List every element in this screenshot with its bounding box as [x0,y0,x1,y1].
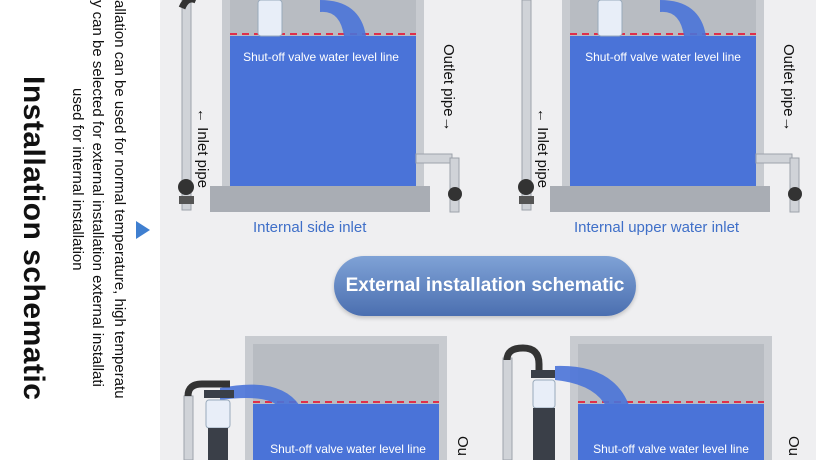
outlet-pipe-label-4: Ou [785,436,802,456]
arrow-right-icon [136,221,150,239]
diagram-internal-side-inlet: Shut-off valve water level line ← Inlet … [178,0,462,213]
description-line-1: allation can be used for normal temperat… [111,0,128,399]
water-level-label-2: Shut-off valve water level line [585,50,741,64]
water-level-label-4: Shut-off valve water level line [593,442,749,456]
water-level-label-3: Shut-off valve water level line [270,442,426,456]
outlet-pipe-label-3: Ou [454,436,471,456]
caption-internal-upper-inlet: Internal upper water inlet [574,219,740,236]
left-text-panel: Installation schematic allation can be u… [0,0,160,460]
diagram-external-upper: Shut-off valve water level line Ou [502,336,802,460]
external-installation-button[interactable]: External installation schematic [334,256,636,316]
diagram-internal-upper-inlet: Shut-off valve water level line ← Inlet … [518,0,802,213]
outlet-pipe-label-2: Outlet pipe→ [780,44,797,132]
caption-internal-side-inlet: Internal side inlet [253,219,367,236]
inlet-pipe-label-2: ← Inlet pipe [534,108,551,188]
description-line-2: y can be selected for external installat… [89,0,106,387]
outlet-pipe-label-1: Outlet pipe→ [440,44,457,132]
description-line-3: used for internal installation [69,88,86,271]
water-level-label-1: Shut-off valve water level line [243,50,399,64]
diagram-external-side: Shut-off valve water level line Ou [183,336,471,460]
section-title: Installation schematic [17,76,50,401]
inlet-pipe-label-1: ← Inlet pipe [194,108,211,188]
